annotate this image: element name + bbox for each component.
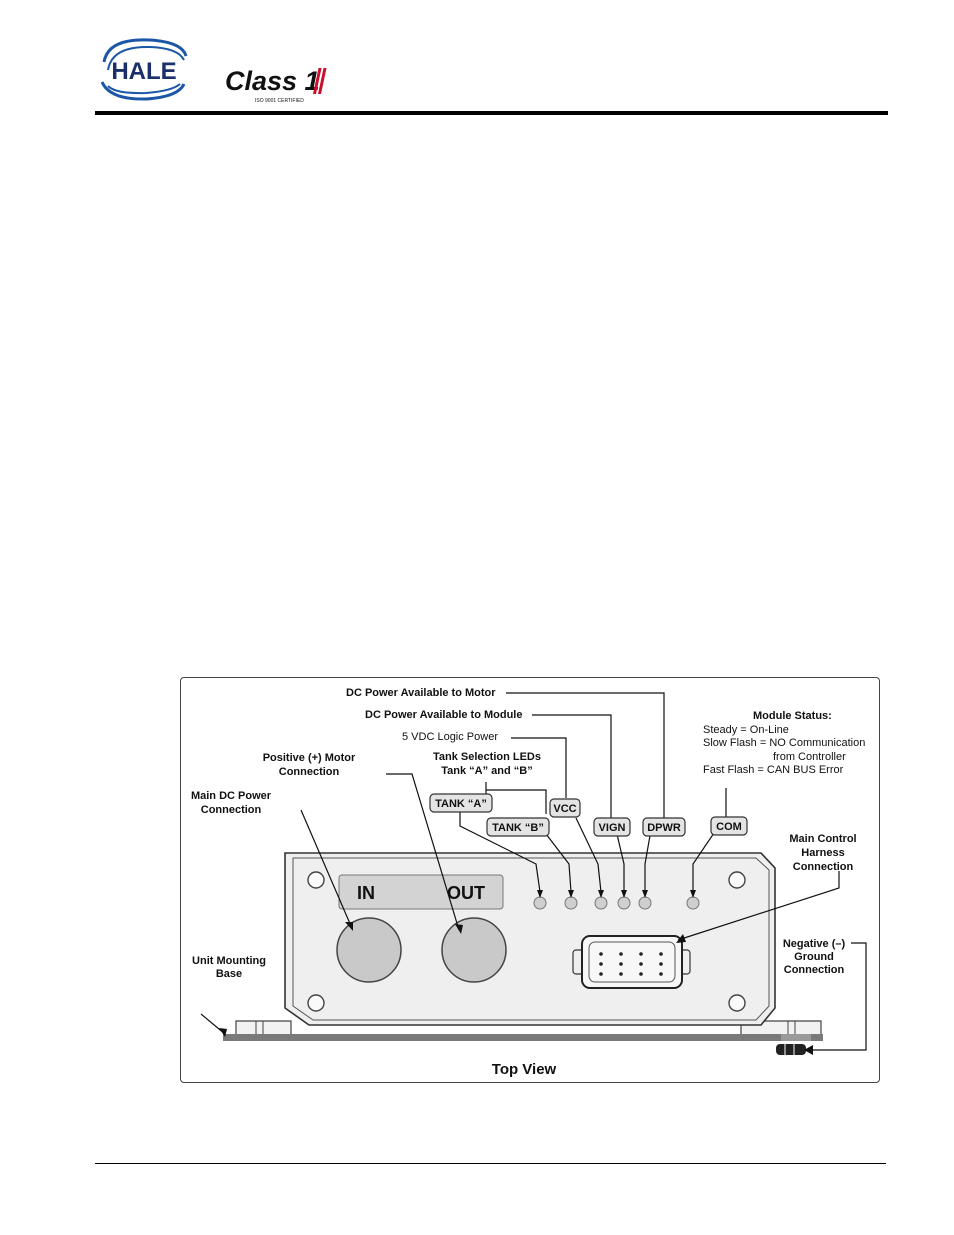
ground-callout-line2: Ground	[794, 951, 834, 963]
dpwr-led	[638, 896, 652, 910]
ground-callout-line3: Connection	[784, 964, 845, 976]
screw-top-left	[307, 871, 325, 889]
header-logos: HALE Class 1 ISO 9001 CERTIFIED	[100, 38, 327, 104]
harness-callout-line1: Main Control	[789, 833, 856, 845]
harness-callout-line2: Harness	[801, 847, 844, 859]
harness-callout-line3: Connection	[793, 861, 854, 873]
module-status-title: Module Status:	[753, 710, 832, 722]
tag-tank-a: TANK “A”	[429, 793, 493, 813]
tank-a-led	[533, 896, 547, 910]
module-status-slow-line2: from Controller	[773, 751, 846, 763]
class1-logo: Class 1 ISO 9001 CERTIFIED	[225, 66, 327, 104]
tag-tank-b-text: TANK “B”	[492, 822, 544, 834]
module-status-steady: Steady = On-Line	[703, 724, 789, 736]
module-top-view-figure: IN OUT	[180, 677, 880, 1083]
tag-tank-b: TANK “B”	[486, 817, 550, 837]
main-dc-callout-line1: Main DC Power	[191, 790, 272, 802]
tank-leds-callout-line1: Tank Selection LEDs	[433, 751, 541, 763]
tag-com: COM	[710, 816, 748, 836]
screw-bottom-right	[728, 994, 746, 1012]
out-label: OUT	[447, 883, 485, 903]
tag-dpwr: DPWR	[642, 817, 686, 837]
tag-vcc-text: VCC	[553, 803, 576, 815]
dc-module-callout: DC Power Available to Module	[365, 709, 523, 721]
tank-leds-callout-line2: Tank “A” and “B”	[441, 765, 532, 777]
com-led	[686, 896, 700, 910]
footer-rule	[95, 1163, 886, 1164]
mounting-base-callout-line2: Base	[216, 968, 242, 980]
tag-dpwr-text: DPWR	[647, 822, 681, 834]
ground-callout-line1: Negative (–)	[783, 938, 846, 950]
module-status-slow-line1: Slow Flash = NO Communication	[703, 737, 865, 749]
screw-bottom-left	[307, 994, 325, 1012]
arrowheads	[219, 890, 813, 1055]
ground-lug	[776, 1044, 806, 1055]
hale-logo: HALE	[100, 38, 188, 101]
tag-vign-text: VIGN	[599, 822, 626, 834]
page-header: HALE Class 1 ISO 9001 CERTIFIED	[0, 0, 954, 120]
positive-motor-callout-line2: Connection	[279, 766, 340, 778]
in-label: IN	[357, 883, 375, 903]
screw-top-right	[728, 871, 746, 889]
class1-logo-text: Class 1	[225, 66, 320, 96]
tag-tank-a-text: TANK “A”	[435, 798, 487, 810]
tank-b-led	[564, 896, 578, 910]
class1-logo-subtitle: ISO 9001 CERTIFIED	[255, 98, 304, 104]
leader-lines	[200, 692, 867, 1051]
main-dc-callout-line2: Connection	[201, 804, 262, 816]
module-diagram: IN OUT	[191, 687, 867, 1078]
vcc-led	[594, 896, 608, 910]
vign-led	[617, 896, 631, 910]
out-terminal	[441, 917, 507, 983]
logic-5v-callout: 5 VDC Logic Power	[402, 731, 498, 743]
tag-vcc: VCC	[549, 798, 581, 818]
dc-motor-callout: DC Power Available to Motor	[346, 687, 496, 699]
positive-motor-callout-line1: Positive (+) Motor	[263, 752, 356, 764]
in-terminal	[336, 917, 402, 983]
module-status-fast: Fast Flash = CAN BUS Error	[703, 764, 844, 776]
header-rule	[95, 111, 888, 115]
harness-connector	[572, 935, 691, 989]
mounting-base-plate	[223, 1034, 823, 1041]
figure-caption: Top View	[492, 1061, 557, 1078]
tag-com-text: COM	[716, 821, 742, 833]
mounting-base-callout-line1: Unit Mounting	[192, 955, 266, 967]
tag-vign: VIGN	[593, 817, 631, 837]
hale-logo-text: HALE	[111, 58, 176, 85]
in-out-label-plate	[338, 874, 504, 910]
